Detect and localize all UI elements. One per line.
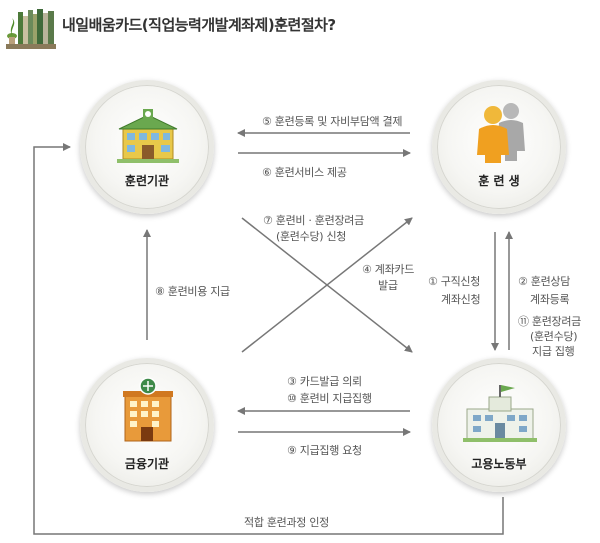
people-icon [471,99,531,167]
label-step4-line1: ④ 계좌카드 [362,263,415,276]
bank-building-icon [119,377,177,447]
label-accreditation: 적합 훈련과정 인정 [244,516,329,529]
label-step8: ⑧ 훈련비용 지급 [155,285,230,298]
label-step10: ⑩ 훈련비 지급집행 [287,392,372,405]
label-step11-line3: 지급 집행 [532,345,575,358]
label-step9: ⑨ 지급집행 요청 [287,444,362,457]
label-step2-line1: ② 훈련상담 [518,275,571,288]
node-financial-institution: 금융기관 [80,358,214,492]
arrow-accreditation [33,143,504,535]
label-step7-line1: ⑦ 훈련비 · 훈련장려금 [263,214,364,227]
label-step1-line2: 계좌신청 [441,293,481,306]
node-training-institution: 훈련기관 [80,80,214,214]
school-building-icon [113,109,183,169]
label-step5: ⑤ 훈련등록 및 자비부담액 결제 [262,115,403,128]
node-label: 금융기관 [124,457,170,471]
label-step11-line2: (훈련수당) [530,330,578,343]
node-label: 고용노동부 [471,457,527,471]
node-labor-ministry: 고용노동부 [432,358,566,492]
label-step11-line1: ⑪ 훈련장려금 [518,315,581,328]
label-step3: ③ 카드발급 의뢰 [287,375,362,388]
government-building-icon [461,383,539,447]
label-step4-line2: 발급 [378,279,398,292]
label-step6: ⑥ 훈련서비스 제공 [262,166,347,179]
label-step7-line2: (훈련수당) 신청 [276,230,347,243]
arrow-step4 [241,217,413,353]
node-label: 훈 련 생 [478,174,520,188]
node-label: 훈련기관 [124,174,170,188]
label-step2-line2: 계좌등록 [530,293,570,306]
page-title: 내일배움카드(직업능력개발계좌제)훈련절차? [62,16,336,34]
label-step1-line1: ① 구직신청 [428,275,481,288]
node-trainee: 훈 련 생 [432,80,566,214]
books-icon [6,6,56,50]
